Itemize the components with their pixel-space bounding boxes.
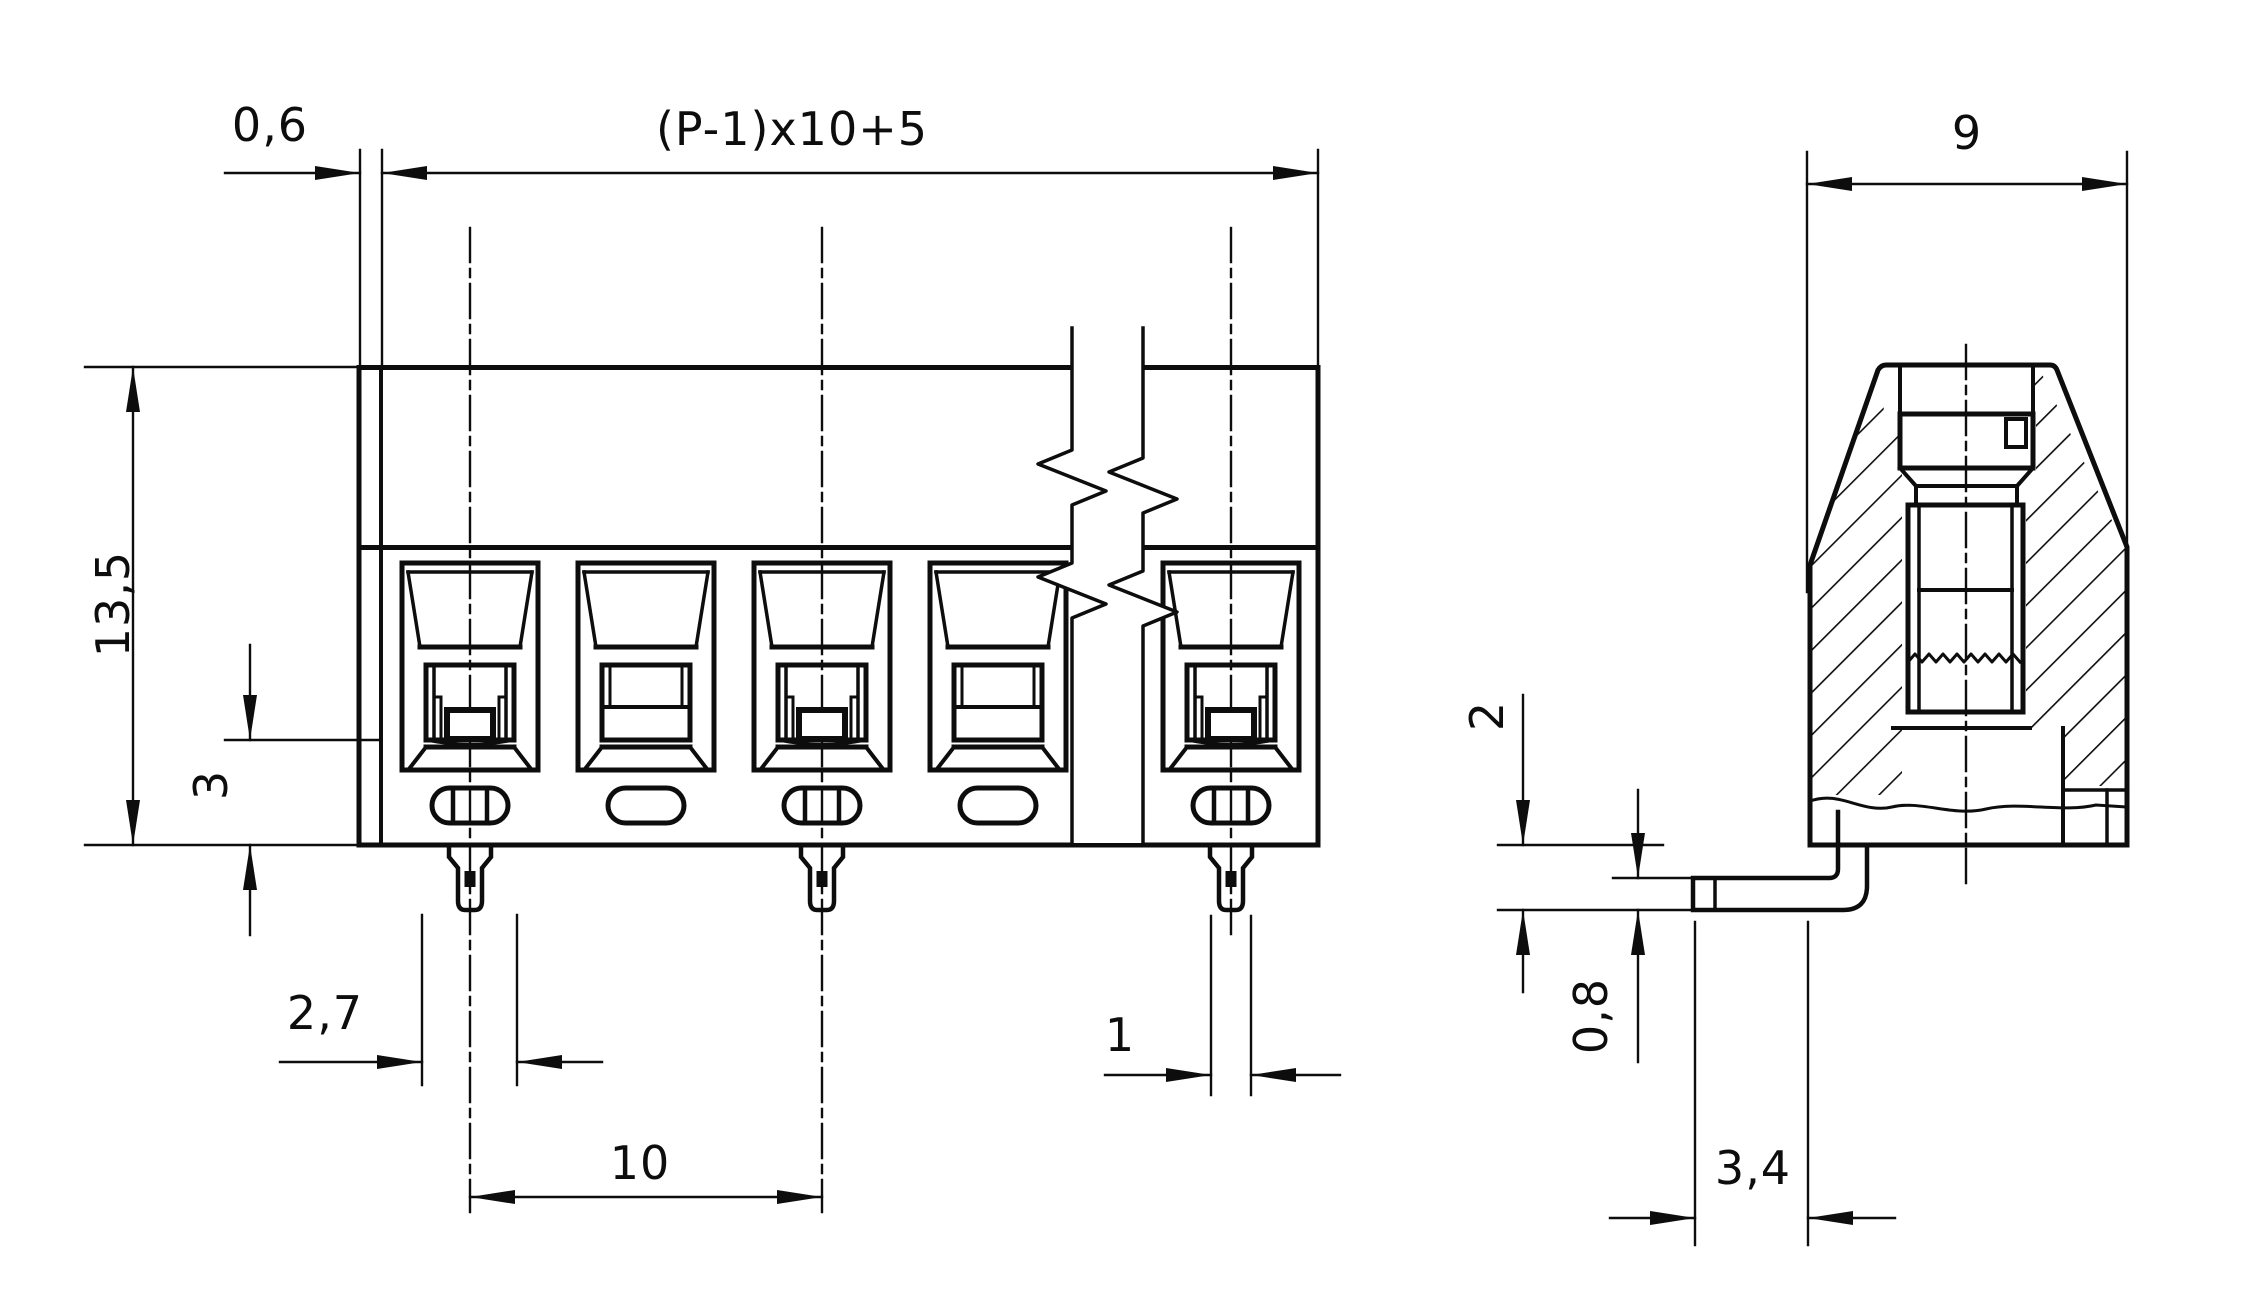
dim-length-formula: (P-1)x10+5 xyxy=(655,102,929,156)
dim-pin-setback: 3 xyxy=(184,769,238,801)
housing-outline xyxy=(356,365,1321,848)
front-dimensions xyxy=(83,148,1342,1204)
dim-body-depth: 9 xyxy=(1951,106,1983,160)
solder-pin xyxy=(446,842,494,913)
dim-pitch: 10 xyxy=(609,1136,671,1190)
solder-tab xyxy=(1690,809,1870,913)
base-slots xyxy=(429,785,1272,826)
terminal-openings xyxy=(399,560,1302,773)
break-lines xyxy=(1036,326,1179,847)
section-details xyxy=(1808,726,2129,847)
terminal-opening-empty xyxy=(575,560,717,773)
hatch-right-wall xyxy=(2026,370,2127,786)
section-outline xyxy=(1807,362,2130,848)
dim-tab-drop: 2 xyxy=(1460,700,1514,732)
solder-pin xyxy=(1207,842,1255,913)
dim-pin-width: 1 xyxy=(1104,1008,1136,1062)
terminal-opening-empty xyxy=(927,560,1069,773)
dim-tab-length: 3,4 xyxy=(1714,1141,1792,1195)
serration xyxy=(1905,652,2023,665)
dim-tab-thickness: 0,8 xyxy=(1564,977,1618,1055)
side-view xyxy=(1496,150,2130,1247)
front-view xyxy=(83,148,1342,1214)
break-line xyxy=(1107,326,1179,847)
dim-wall-thickness: 0,6 xyxy=(231,98,309,152)
dim-body-height: 13,5 xyxy=(86,550,140,658)
terminal-opening-wired xyxy=(399,560,541,773)
terminal-opening-wired xyxy=(751,560,893,773)
terminal-opening-wired xyxy=(1160,560,1302,773)
dim-clamp-width: 2,7 xyxy=(286,986,364,1040)
hatch-left-wall xyxy=(1810,370,1902,795)
side-dimensions xyxy=(1496,150,2129,1247)
wire-clamp-cage xyxy=(1891,502,2032,730)
solder-pins xyxy=(446,842,1255,913)
break-line xyxy=(1036,326,1108,847)
solder-pin xyxy=(798,842,846,913)
